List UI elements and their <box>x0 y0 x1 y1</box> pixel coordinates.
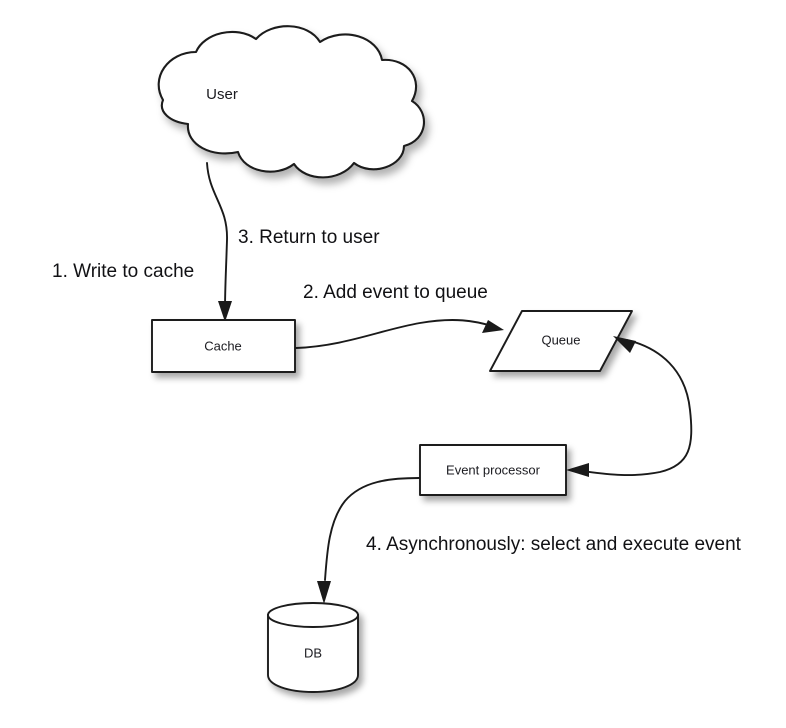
cache-shape <box>151 319 296 373</box>
cloud-shape <box>157 25 426 179</box>
node-user-label: User <box>206 86 238 103</box>
queue-shape <box>489 310 633 372</box>
node-db-label: DB <box>304 645 322 660</box>
edge-cache-to-queue-line <box>295 319 493 349</box>
node-cache[interactable]: Cache <box>151 319 296 373</box>
step-label-4: 4. Asynchronously: select and execute ev… <box>366 534 742 555</box>
db-shape-body <box>267 614 359 693</box>
edge-eventprocessor-to-db[interactable] <box>317 477 420 604</box>
edge-eventprocessor-arrowhead <box>566 463 589 477</box>
edge-eventprocessor-queue[interactable] <box>566 336 693 477</box>
node-db[interactable]: DB <box>267 602 359 693</box>
node-cache-label: Cache <box>204 338 242 353</box>
edge-user-to-cache-line <box>206 162 228 311</box>
edge-cache-to-queue[interactable] <box>295 319 504 349</box>
node-queue[interactable]: Queue <box>489 310 633 372</box>
edge-cache-to-queue-arrowhead <box>482 320 504 333</box>
edge-eventprocessor-to-db-line <box>324 477 420 581</box>
edge-user-to-cache-arrowhead <box>218 301 232 322</box>
step-label-2: 2. Add event to queue <box>303 282 488 303</box>
node-user[interactable]: User <box>157 25 426 179</box>
step-label-1: 1. Write to cache <box>52 261 194 282</box>
node-event-processor-label: Event processor <box>446 462 541 477</box>
step-label-3: 3. Return to user <box>238 227 380 248</box>
event-processor-shape <box>419 444 567 496</box>
edge-queue-arrowhead <box>613 336 636 353</box>
node-queue-label: Queue <box>541 332 580 347</box>
db-shape-top <box>267 602 359 628</box>
edge-eventprocessor-to-db-arrowhead <box>317 581 331 604</box>
edge-eventprocessor-queue-line <box>581 339 693 477</box>
edge-user-to-cache[interactable] <box>206 162 232 322</box>
node-event-processor[interactable]: Event processor <box>419 444 567 496</box>
